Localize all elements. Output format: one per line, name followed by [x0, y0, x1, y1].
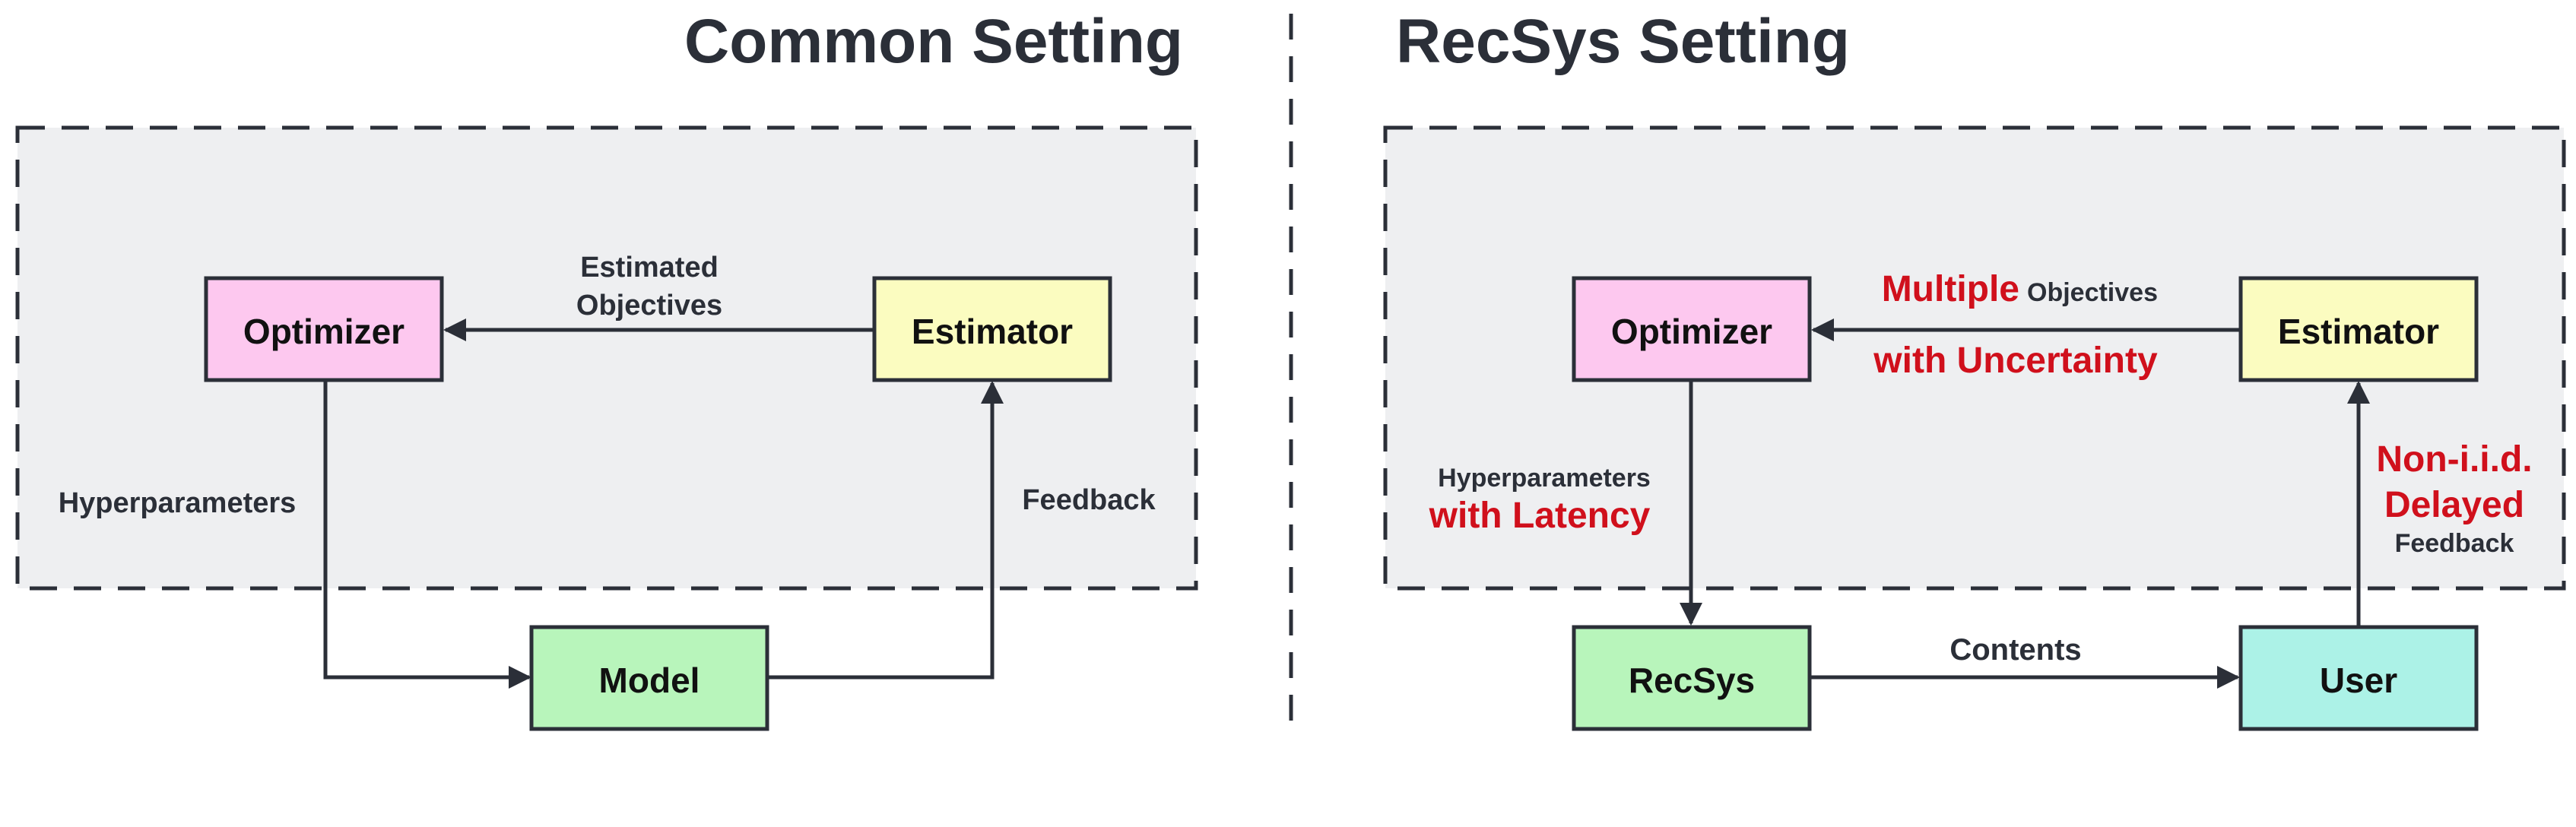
- left-optimizer-label: Optimizer: [243, 312, 404, 351]
- left-model-box: [529, 625, 769, 731]
- left-estimator-box: [872, 276, 1112, 382]
- left-title: Common Setting: [684, 7, 1183, 76]
- right-objectives-label: Objectives: [2027, 278, 2158, 307]
- right-uncertainty-label: with Uncertainty: [1873, 341, 2158, 381]
- right-user-label: User: [2320, 661, 2397, 700]
- left-feedback-label: Feedback: [1022, 484, 1156, 516]
- left-estimated-label-line1: Estimated: [580, 252, 719, 284]
- left-arrow-optimizer-to-model: [323, 380, 531, 689]
- right-user-box: [2238, 625, 2479, 731]
- left-arrow-model-to-estimator: [767, 381, 1004, 680]
- right-delayed-label: Delayed: [2384, 485, 2524, 525]
- right-recsys-box: [1572, 625, 1812, 731]
- right-optimizer-label: Optimizer: [1611, 312, 1772, 351]
- right-estimator-box: [2238, 276, 2479, 382]
- right-estimator-label: Estimator: [2278, 312, 2439, 351]
- right-noniid-label: Non-i.i.d.: [2376, 439, 2532, 480]
- right-feedback-label: Feedback: [2395, 529, 2514, 558]
- right-hyperparameters-label: Hyperparameters: [1438, 464, 1651, 493]
- right-title: RecSys Setting: [1396, 7, 1850, 76]
- right-multiple-label: Multiple: [1882, 269, 2019, 309]
- right-latency-label: with Latency: [1429, 496, 1651, 536]
- left-model-label: Model: [599, 661, 700, 700]
- right-recsys-label: RecSys: [1629, 661, 1755, 700]
- right-optimizer-box: [1572, 276, 1812, 382]
- left-estimated-label-line2: Objectives: [576, 290, 722, 322]
- left-hyperparameters-label: Hyperparameters: [59, 487, 297, 519]
- right-contents-label: Contents: [1949, 633, 2081, 667]
- left-estimator-label: Estimator: [912, 312, 1073, 351]
- left-optimizer-box: [204, 276, 444, 382]
